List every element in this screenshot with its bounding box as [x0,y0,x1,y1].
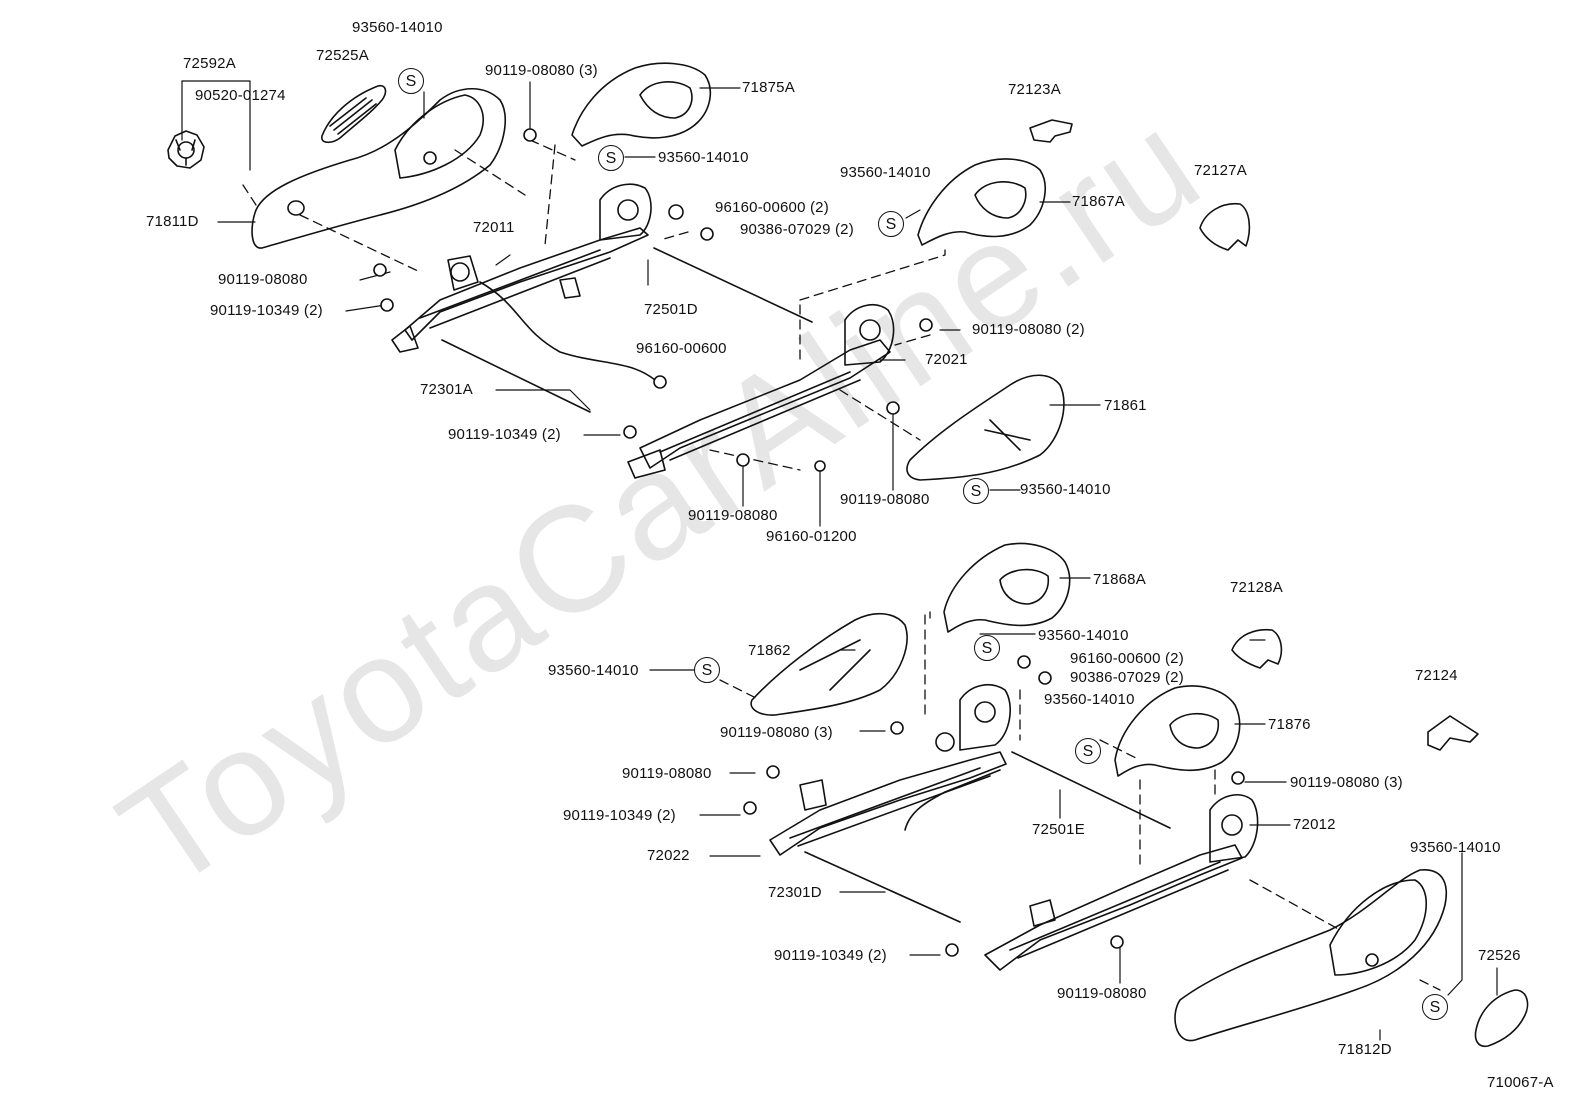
part-label: 72128A [1230,579,1283,596]
part-label: 90119-10349 (2) [563,807,676,824]
rod-72501D [653,247,813,323]
part-label: 72012 [1293,816,1336,833]
cover-71867A [917,158,1046,246]
part-label: 93560-14010 [1038,627,1129,644]
part-label: 90119-08080 [622,765,712,782]
cover-71868A [943,542,1071,633]
rod-72501E [1011,751,1171,829]
seat-track-72022 [769,684,1011,856]
shield-71861 [906,374,1065,481]
cover-72128A [1231,628,1283,669]
seal-mark-s: S [878,211,904,237]
seal-mark-s: S [598,145,624,171]
fasteners [373,128,1245,957]
part-label: 71812D [1338,1041,1392,1058]
part-label: 72501E [1032,821,1085,838]
part-label: 72592A [183,55,236,72]
part-label: 72526 [1478,947,1521,964]
part-label: 72301D [768,884,822,901]
part-label: 72127A [1194,162,1247,179]
part-label: 93560-14010 [658,149,749,166]
seal-mark-s: S [694,657,720,683]
part-label: 93560-14010 [548,662,639,679]
part-label: 72525A [316,47,369,64]
part-label: 90119-08080 (3) [1290,774,1403,791]
seat-track-72012 [984,794,1259,971]
clip-72123A [1029,119,1073,143]
part-label: 93560-14010 [1044,691,1135,708]
shield-71812D [1174,869,1447,1042]
part-label: 90386-07029 (2) [1070,669,1184,686]
bracket-72124 [1427,715,1479,751]
seal-mark-s: S [963,478,989,504]
part-label: 90119-08080 [688,507,778,524]
part-label: 71868A [1093,571,1146,588]
part-label: 96160-01200 [766,528,857,545]
seal-mark-s: S [974,635,1000,661]
seal-mark-s: S [1422,994,1448,1020]
part-label: 71811D [146,213,199,230]
part-label: 72021 [925,351,968,368]
cover-72127A [1199,203,1251,251]
rod-72301A [479,281,656,381]
shield-71862 [750,612,908,716]
part-label: 93560-14010 [1020,481,1111,498]
seal-mark-s: S [1075,738,1101,764]
part-label: 90119-08080 (3) [485,62,598,79]
part-label: 90520-01274 [195,87,286,104]
part-label: 71867A [1072,193,1125,210]
part-label: 90119-10349 (2) [210,302,323,319]
part-label: 90119-08080 [218,271,308,288]
part-label: 72011 [473,219,515,236]
shield-71811D [251,88,506,249]
part-label: 93560-14010 [1410,839,1501,856]
part-label: 96160-00600 (2) [715,199,829,216]
part-label: 96160-00600 [636,340,727,357]
part-label: 96160-00600 (2) [1070,650,1184,667]
seat-track-72021 [627,304,895,479]
part-label: 72501D [644,301,698,318]
part-label: 72022 [647,847,690,864]
part-label: 90119-10349 (2) [774,947,887,964]
lever-72525A [321,84,387,144]
part-label: 72301A [420,381,473,398]
part-label: 90119-08080 (2) [972,321,1085,338]
cover-71876 [1114,685,1241,777]
part-label: 71875A [742,79,795,96]
part-label: 90119-08080 [840,491,930,508]
seat-track-72011 [391,183,652,353]
part-label: 90119-10349 (2) [448,426,561,443]
cable-72301D [804,851,961,923]
part-label: 72123A [1008,81,1061,98]
part-label: 90119-08080 (3) [720,724,833,741]
part-label: 90119-08080 [1057,985,1147,1002]
part-label: 71876 [1268,716,1311,733]
cover-71875A [571,62,712,147]
seal-mark-s: S [398,68,424,94]
lever-72526 [1474,989,1529,1048]
diagram-code: 710067-A [1487,1074,1554,1091]
part-label: 93560-14010 [840,164,931,181]
part-label: 90386-07029 (2) [740,221,854,238]
knob-72592A [167,130,205,169]
part-label: 72124 [1415,667,1458,684]
part-label: 71862 [748,642,791,659]
part-label: 71861 [1104,397,1147,414]
part-label: 93560-14010 [352,19,443,36]
